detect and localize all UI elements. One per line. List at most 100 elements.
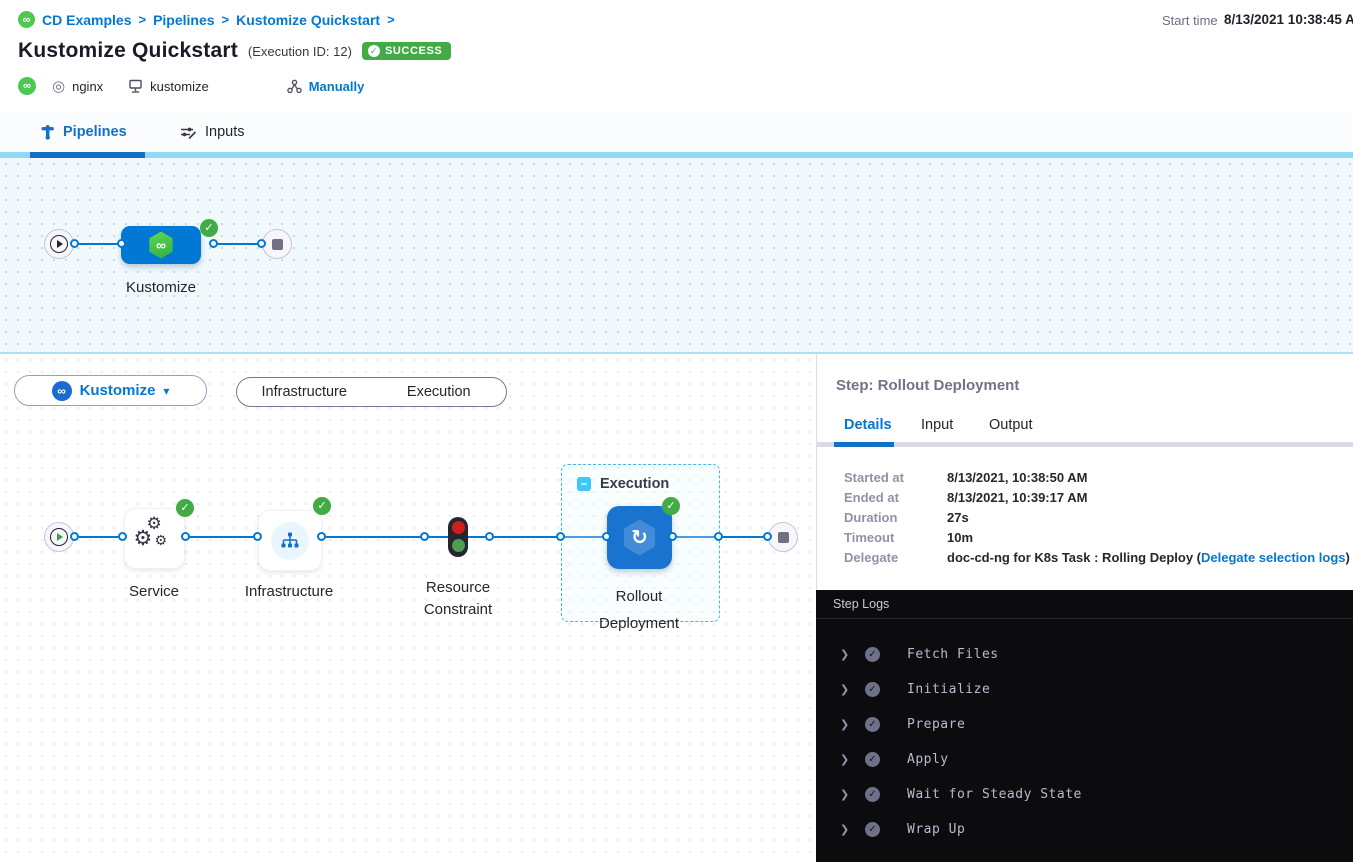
breadcrumb: ∞ CD Examples > Pipelines > Kustomize Qu… [18,11,395,28]
connector-dot [668,532,677,541]
stage-selector-dropdown[interactable]: ∞ Kustomize ▾ [14,375,207,406]
chevron-right-icon[interactable]: ❯ [840,789,850,801]
check-circle-icon: ✓ [865,647,880,662]
execution-group-label: Execution [600,476,670,492]
traffic-light-red-icon [451,521,465,534]
detail-row: Started at 8/13/2021, 10:38:50 AM [844,470,1087,485]
stage-label: Kustomize [125,279,197,296]
step-service[interactable]: ⚙⚙⚙ [124,508,185,569]
status-badge: ✓ SUCCESS [361,42,452,60]
log-section-fetch-files[interactable]: ❯ ✓ Fetch Files [816,646,1353,664]
trigger-link[interactable]: Manually [308,78,365,94]
detail-label: Timeout [844,530,895,545]
pipeline-icon [40,124,55,140]
step-label-resource-constraint: Resource Constraint [423,579,493,618]
log-section-label: Initialize [907,682,991,697]
stage-graph-canvas[interactable] [0,158,1353,352]
step-logs-panel: Step Logs ❯ ✓ Fetch Files ❯ ✓ Initialize… [816,590,1353,862]
tab-pipelines[interactable]: Pipelines [40,112,127,152]
step-rollout-deployment[interactable]: ↻ [607,506,672,569]
tab-inputs[interactable]: Inputs [180,112,245,152]
detail-row: Ended at 8/13/2021, 10:39:17 AM [844,490,1087,505]
panel-tab-track [817,442,1353,447]
panel-tab-input[interactable]: Input [921,417,954,433]
panel-tab-output[interactable]: Output [989,417,1033,433]
detail-label: Delegate [844,550,899,565]
stop-icon [777,531,789,543]
connector-dot [70,239,79,248]
play-icon [57,240,63,248]
check-circle-icon: ✓ [865,717,880,732]
check-circle-icon: ✓ [865,682,880,697]
stage-success-icon: ✓ [200,219,218,237]
log-section-label: Prepare [907,717,966,732]
step-resource-constraint[interactable] [448,517,468,557]
exec-end-node[interactable] [768,522,798,552]
log-section-label: Wrap Up [907,822,966,837]
breadcrumb-separator: > [221,12,230,27]
status-badge-label: SUCCESS [384,45,443,57]
detail-value: 8/13/2021, 10:39:17 AM [947,490,1088,505]
detail-value: 10m [947,530,974,545]
inputs-icon [180,125,197,140]
breadcrumb-pipelines[interactable]: Pipelines [153,11,215,28]
chevron-right-icon[interactable]: ❯ [840,824,850,836]
log-section-apply[interactable]: ❯ ✓ Apply [816,751,1353,769]
chevron-right-icon[interactable]: ❯ [840,719,850,731]
chevron-right-icon[interactable]: ❯ [840,649,850,661]
collapse-group-icon[interactable]: – [577,477,591,491]
page-title: Kustomize Quickstart [18,39,238,62]
breadcrumb-separator: > [138,12,147,27]
harness-stage-icon: ∞ [51,380,72,401]
connector-dot [420,532,429,541]
tags-row: ∞ ◎ nginx kustomize Manually [18,77,364,95]
exec-start-node[interactable] [44,522,74,552]
log-section-wait-steady-state[interactable]: ❯ ✓ Wait for Steady State [816,786,1353,804]
stage-card-kustomize[interactable]: ∞ [121,226,201,264]
stop-icon [271,238,283,250]
delegate-selection-logs-link[interactable]: Delegate selection logs [1201,550,1346,565]
breadcrumb-cd-examples[interactable]: CD Examples [42,11,132,28]
chevron-right-icon[interactable]: ❯ [840,684,850,696]
step-success-icon: ✓ [313,497,331,515]
stage-end-node[interactable] [262,229,292,259]
tab-underline-track [0,152,1353,158]
stage-start-node[interactable] [44,229,74,259]
step-success-icon: ✓ [662,497,680,515]
connector-dot [257,239,266,248]
chevron-right-icon[interactable]: ❯ [840,754,850,766]
panel-tab-details[interactable]: Details [844,417,892,433]
log-section-label: Wait for Steady State [907,787,1082,802]
step-success-icon: ✓ [176,499,194,517]
connector-dot [253,532,262,541]
step-infrastructure[interactable] [258,510,322,571]
log-section-wrap-up[interactable]: ❯ ✓ Wrap Up [816,821,1353,839]
toggle-execution[interactable]: Execution [406,384,471,400]
step-label-service: Service [128,583,180,600]
environment-icon [128,79,143,94]
detail-value: 8/13/2021, 10:38:50 AM [947,470,1088,485]
kustomize-stage-icon: ∞ [149,231,173,259]
check-circle-icon: ✓ [367,45,380,57]
service-tag: nginx [72,78,104,94]
detail-row: Duration 27s [844,510,969,525]
log-section-initialize[interactable]: ❯ ✓ Initialize [816,681,1353,699]
breadcrumb-kustomize-quickstart[interactable]: Kustomize Quickstart [236,11,381,28]
page-header: ∞ CD Examples > Pipelines > Kustomize Qu… [0,0,1353,112]
rollout-refresh-icon: ↻ [624,519,655,556]
connector-dot [209,239,218,248]
panel-tab-active-underline [834,442,894,447]
play-icon [57,533,63,541]
toggle-infrastructure[interactable]: Infrastructure [261,384,347,400]
log-section-prepare[interactable]: ❯ ✓ Prepare [816,716,1353,734]
execution-id: (Execution ID: 12) [247,43,352,59]
execution-graph-canvas[interactable] [0,354,816,862]
tab-underline-active [30,152,145,158]
chevron-down-icon: ▾ [163,383,170,398]
connector-dot [485,532,494,541]
detail-value: 27s [947,510,969,525]
infrastructure-icon [271,521,309,560]
webhook-icon [286,79,302,94]
connector-dot [181,532,190,541]
